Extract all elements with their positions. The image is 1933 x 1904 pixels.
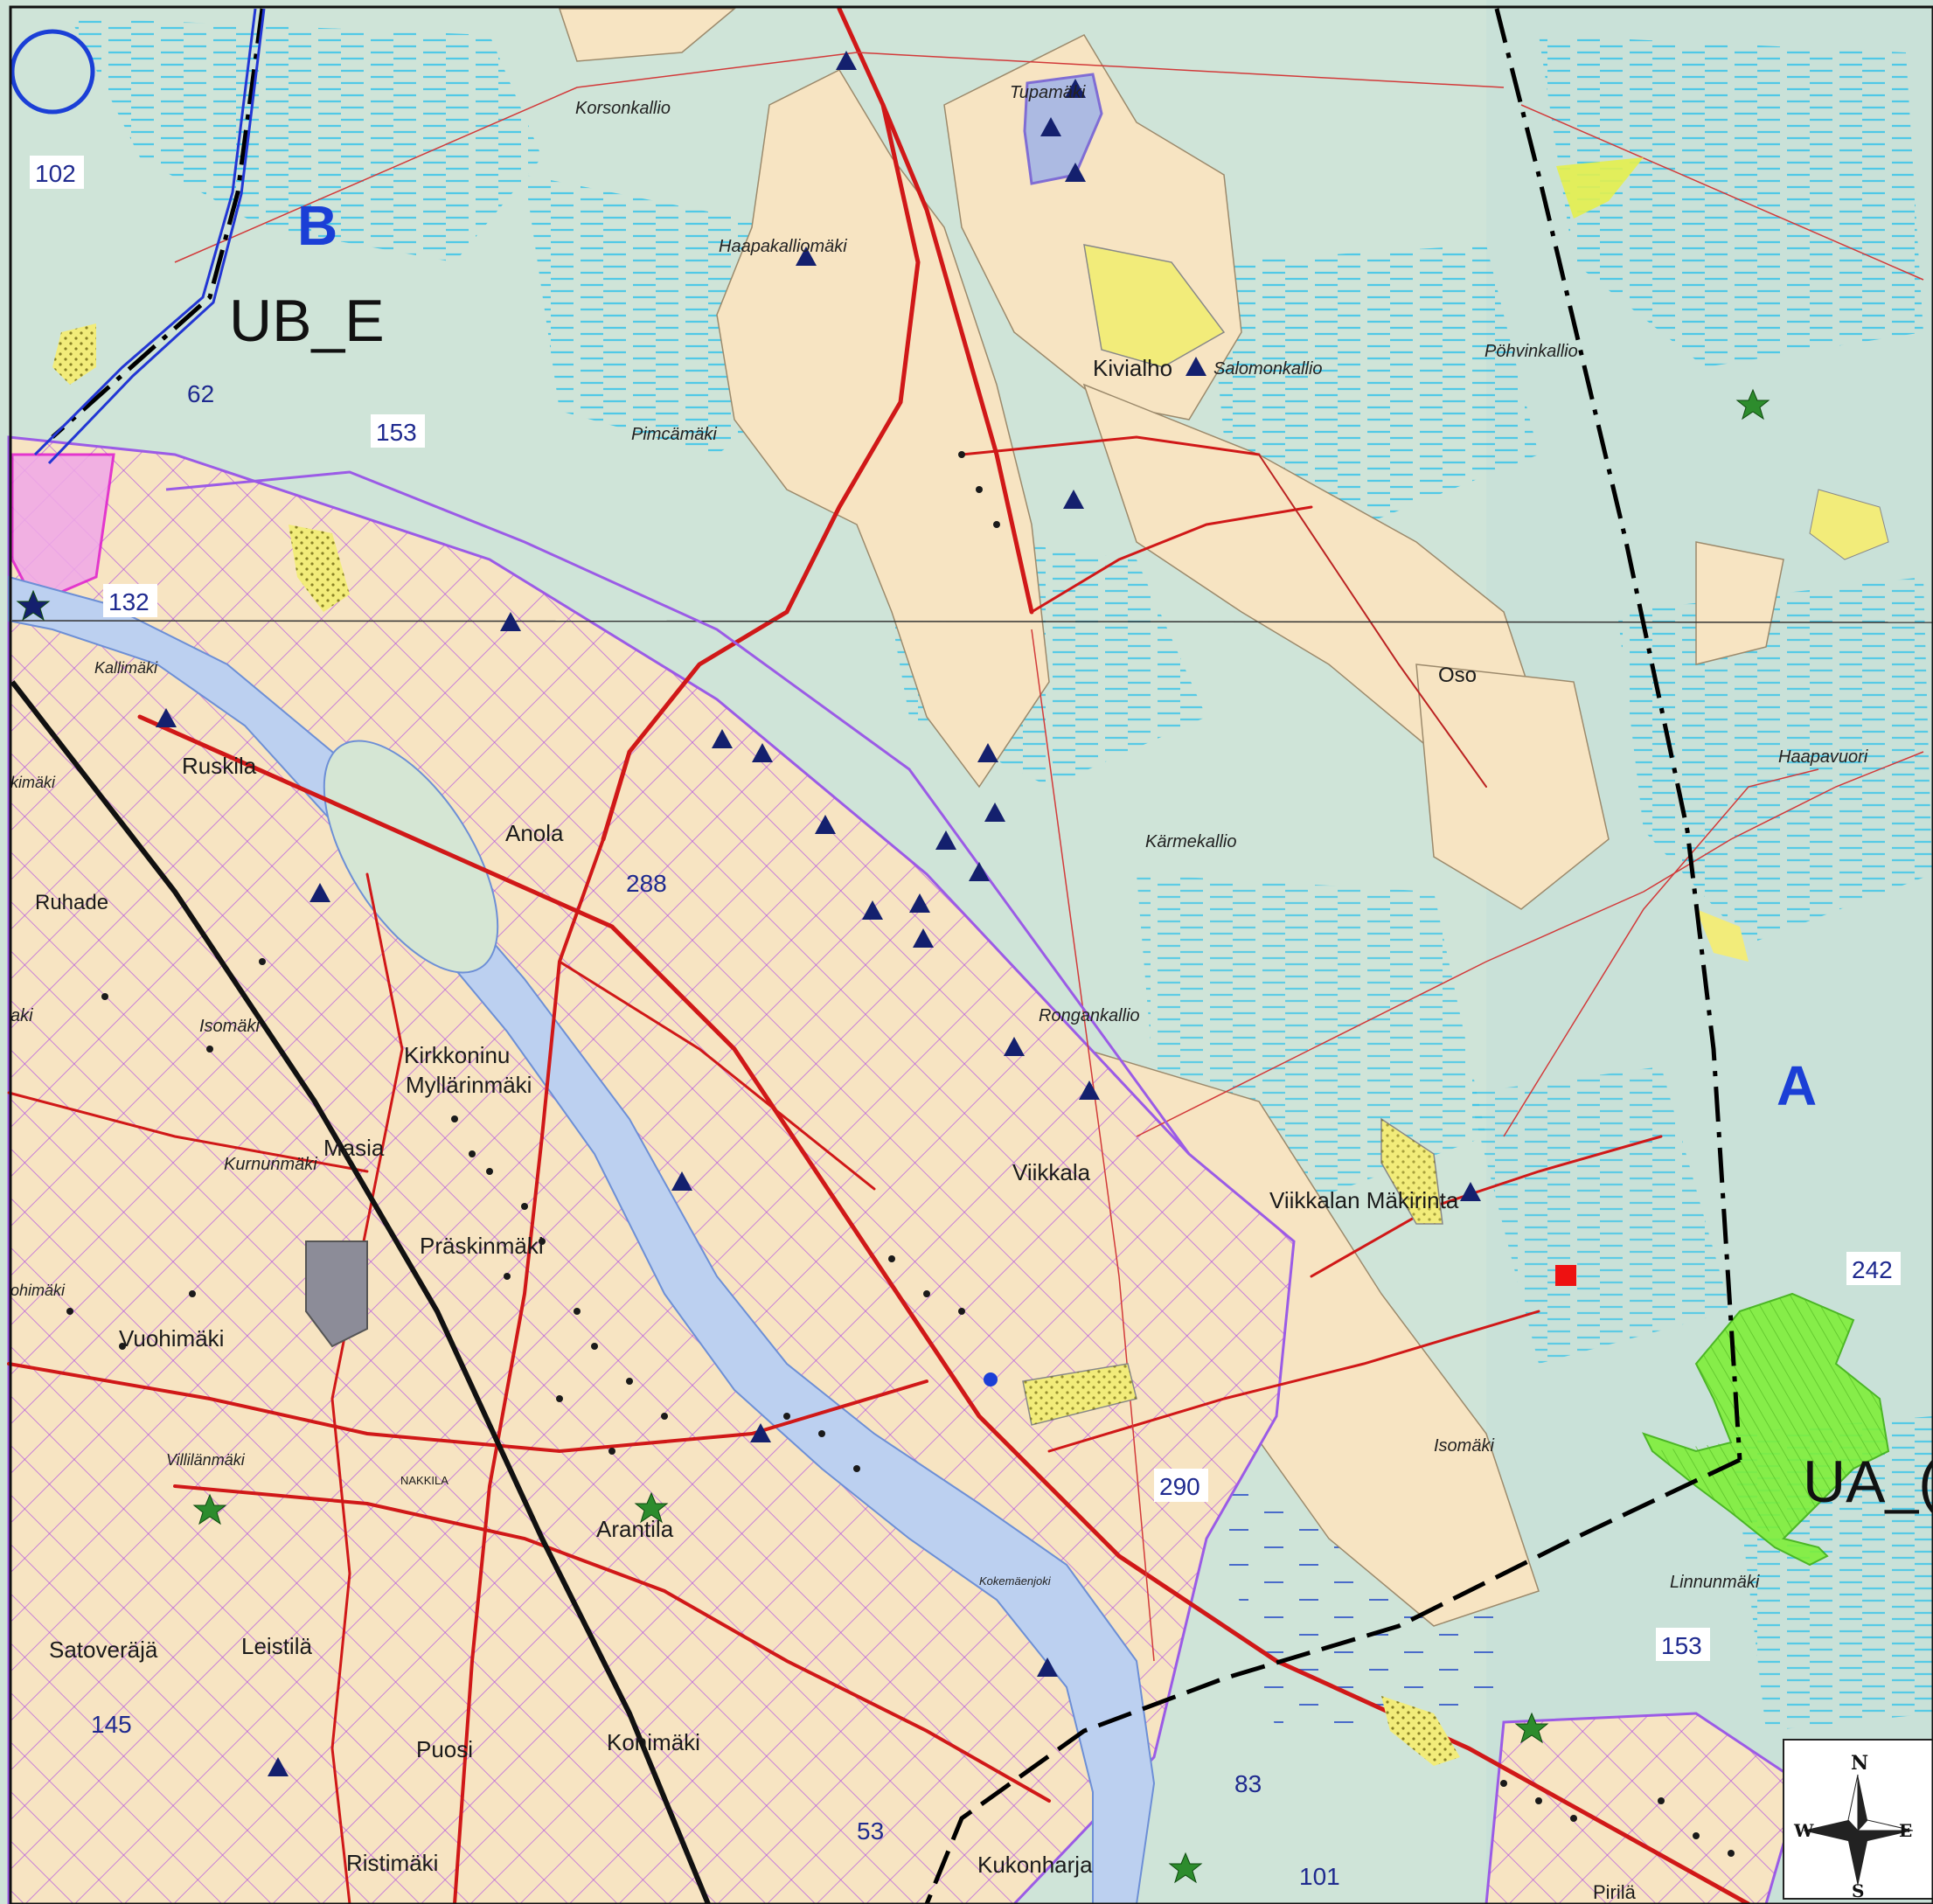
number-badge xyxy=(103,584,157,617)
place-label: Kukonharja xyxy=(977,1852,1093,1878)
numbered-labels: 102 62 153 132 288 290 242 153 145 83 53… xyxy=(30,156,1901,1890)
place-label: Satoveräjä xyxy=(49,1636,158,1663)
place-label: Ruhade xyxy=(35,891,108,914)
river-label: Kokemäenjoki xyxy=(979,1574,1052,1588)
place-label: Kirkkoninu xyxy=(404,1042,510,1068)
place-label: Masia xyxy=(323,1135,385,1161)
zone-label-a: A xyxy=(1777,1054,1817,1117)
map-frame xyxy=(9,5,1933,1904)
nature-site-markers xyxy=(16,388,1770,1884)
terrain-label: Pimcämäki xyxy=(631,425,717,444)
blue-circle-marker xyxy=(10,29,95,115)
terrain-label: Kallimäki xyxy=(94,659,158,677)
place-label: Kivialho xyxy=(1093,355,1172,381)
terrain-label: Isomäki xyxy=(1434,1436,1494,1456)
number-label: 145 xyxy=(91,1711,132,1738)
terrain-label: Rongankallio xyxy=(1039,1006,1140,1025)
admin-lines xyxy=(174,52,1924,1662)
terrain-label: kimäki xyxy=(10,774,56,791)
place-label: Ristimäki xyxy=(346,1850,438,1876)
number-badge xyxy=(371,414,425,448)
terrain-label: Linnunmäki xyxy=(1670,1573,1760,1592)
magenta-zone xyxy=(10,453,115,605)
code-label-ub-e: UB_E xyxy=(229,288,385,354)
number-label: 132 xyxy=(108,588,149,615)
number-badge xyxy=(1154,1469,1208,1502)
number-label: 101 xyxy=(1299,1863,1340,1890)
number-label: 290 xyxy=(1159,1473,1200,1500)
map-grid-line xyxy=(11,620,1933,623)
compass-s: S xyxy=(1852,1880,1864,1901)
building-clusters xyxy=(66,451,1735,1857)
terrain-label: Kurnunmäki xyxy=(224,1155,317,1174)
terrain-label: Haapakalliomäki xyxy=(719,237,847,256)
terrain-label: Haapavuori xyxy=(1778,747,1868,767)
heritage-site-markers xyxy=(156,51,1481,1776)
terrain-label: Isomäki xyxy=(199,1017,260,1036)
protected-green-area-hatch xyxy=(1652,1294,1888,1539)
place-label: Vuohimäki xyxy=(119,1325,224,1352)
place-label: Leistilä xyxy=(241,1633,312,1659)
municipal-boundary xyxy=(33,8,266,465)
terrain-label: aki xyxy=(10,1006,33,1025)
number-label: 153 xyxy=(1661,1632,1702,1659)
urban-zone-east-hatch xyxy=(1486,1713,1801,1904)
river-island xyxy=(323,740,499,974)
place-label: Ruskila xyxy=(182,753,257,779)
number-label: 102 xyxy=(35,160,76,187)
place-labels: Ruskila Anola Kirkkoninu Myllärinmäki Ma… xyxy=(35,355,1637,1903)
compass-w: W xyxy=(1793,1820,1814,1841)
place-label: Myllärinmäki xyxy=(406,1072,532,1098)
place-label: Pirilä xyxy=(1593,1881,1637,1903)
urban-zone-outline xyxy=(165,470,1191,1155)
number-badge xyxy=(30,156,84,189)
industrial-area xyxy=(305,1240,368,1348)
road-network xyxy=(7,6,1751,1904)
plan-boundary xyxy=(51,8,1742,1904)
gravel-areas xyxy=(52,157,1889,1766)
railway xyxy=(10,680,711,1904)
number-label: 83 xyxy=(1234,1770,1262,1797)
terrain-label: Salomonkallio xyxy=(1213,359,1323,379)
number-badge xyxy=(1846,1252,1901,1285)
place-label: NAKKILA xyxy=(400,1474,448,1487)
red-square-marker xyxy=(1555,1265,1576,1286)
place-label: Anola xyxy=(505,820,564,846)
place-label: Arantila xyxy=(596,1516,674,1542)
terrain-label: Kärmekallio xyxy=(1145,832,1236,851)
number-label: 53 xyxy=(857,1817,884,1845)
compass-rose: N S E W xyxy=(1783,1739,1933,1901)
compass-star-highlight xyxy=(1847,1774,1914,1832)
blue-dot-marker xyxy=(984,1372,998,1386)
number-label: 153 xyxy=(376,419,417,446)
terrain-label: Villilänmäki xyxy=(166,1451,246,1469)
terrain-label: ohimäki xyxy=(10,1282,66,1299)
compass-n: N xyxy=(1851,1752,1868,1775)
number-label: 288 xyxy=(626,870,667,897)
code-label-ua-c: UA_( xyxy=(1803,1449,1933,1515)
place-label: Präskinmäki xyxy=(420,1233,544,1259)
compass-e: E xyxy=(1899,1820,1912,1841)
place-label: Puosi xyxy=(416,1736,473,1762)
number-badge xyxy=(1656,1628,1710,1661)
place-label: Oso xyxy=(1438,664,1477,687)
place-label: Viikkala xyxy=(1012,1159,1091,1185)
place-label: Konimäki xyxy=(607,1729,700,1755)
place-label: Viikkalan Mäkirinta xyxy=(1269,1187,1459,1213)
terrain-label: Korsonkallio xyxy=(575,99,671,118)
number-label: 242 xyxy=(1852,1256,1893,1283)
terrain-label: Pöhvinkallio xyxy=(1485,342,1578,361)
terrain-label: Tupamäki xyxy=(1010,83,1086,102)
zone-label-b: B xyxy=(297,194,337,257)
number-label: 62 xyxy=(187,380,214,407)
terrain-labels: Korsonkallio Tupamäki Haapakalliomäki Sa… xyxy=(10,83,1868,1592)
